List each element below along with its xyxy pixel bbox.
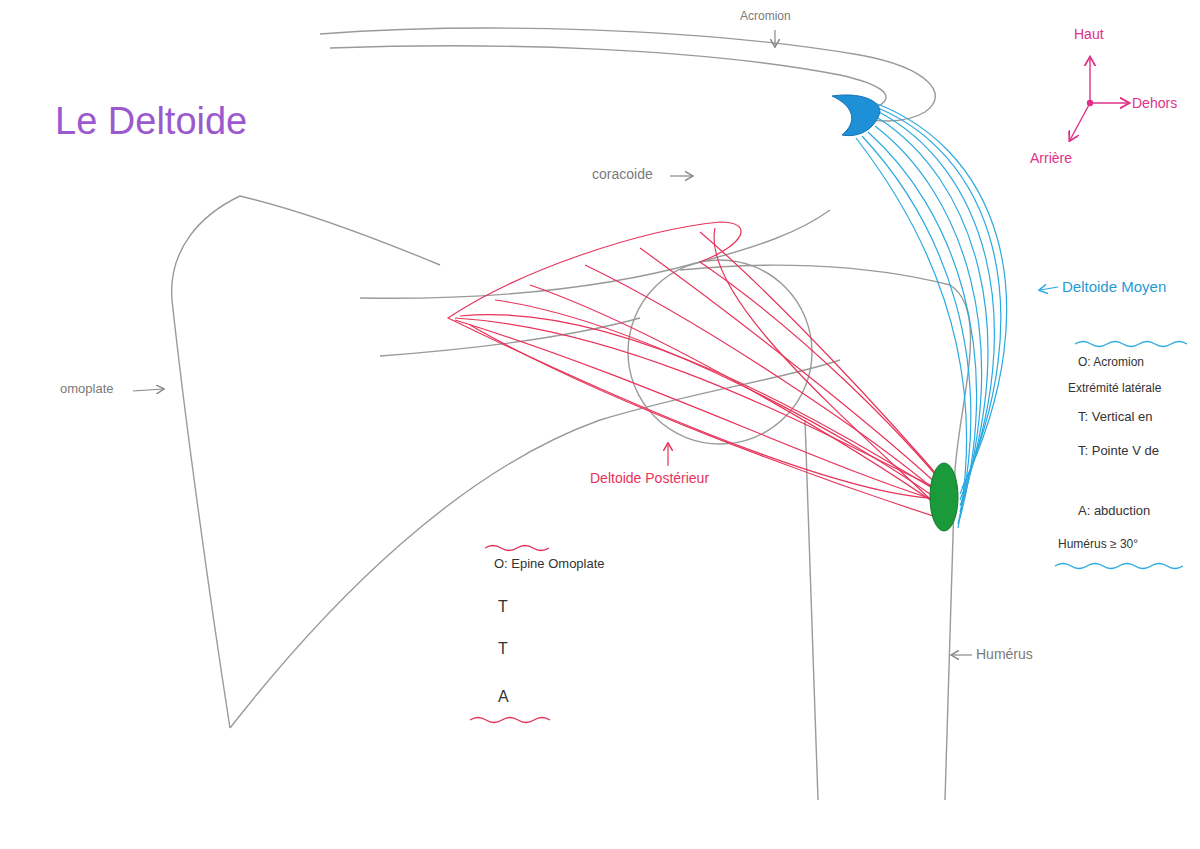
bone-label: coracoide [592,166,653,182]
note-text: A: abduction [1078,504,1150,519]
leader-line [774,30,775,46]
axis-label: Arrière [1030,150,1072,166]
origin-acromion [832,95,880,136]
orientation-axes [1070,58,1128,140]
insertion-v-deltoidien [930,463,958,531]
posterior-deltoid [448,222,955,522]
note-text: T: Pointe V de [1078,444,1159,459]
axis-label: Haut [1074,26,1104,42]
note-text: O: Acromion [1078,356,1144,370]
note-text: T: Vertical en [1078,410,1152,425]
leader-line [1040,287,1058,290]
wavy-rule [1075,342,1187,347]
muscle-label: Deltoide Moyen [1062,278,1166,295]
wavy-rule [1055,564,1183,569]
bone-label: Acromion [740,10,791,24]
wavy-rule [485,546,549,551]
bone-label: Humérus [976,646,1033,662]
leader-line [670,175,692,176]
axis-label: Dehors [1132,95,1177,111]
note-text: Humérus ≥ 30° [1058,538,1138,552]
leader-line [667,444,668,466]
note-text: A [498,688,509,706]
note-text: T [498,640,508,658]
bone-label: omoplate [60,382,113,397]
note-text: T [498,598,508,616]
note-text: Extrémité latérale [1068,382,1161,396]
middle-deltoid [856,98,1007,528]
muscle-label: Deltoide Postérieur [590,470,709,486]
diagram-title: Le Deltoide [55,100,247,144]
leader-line [952,654,972,655]
bone-outlines [172,28,971,800]
note-text: O: Epine Omoplate [494,557,605,572]
leader-line [133,389,163,391]
wavy-rule [470,718,550,723]
